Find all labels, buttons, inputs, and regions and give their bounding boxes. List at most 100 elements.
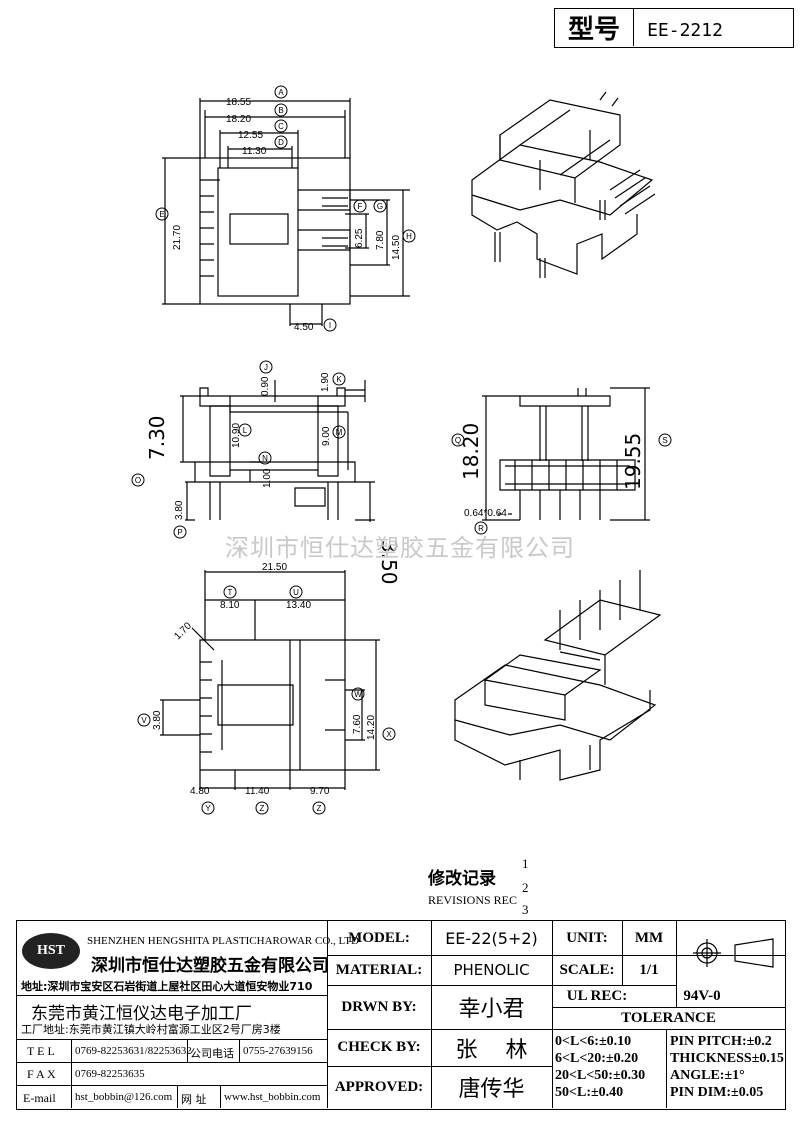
tel-label: T E L bbox=[27, 1044, 55, 1058]
pin-tolerance-item: PIN DIM:±0.05 bbox=[670, 1085, 764, 1100]
svg-text:A: A bbox=[278, 88, 284, 97]
svg-text:D: D bbox=[278, 138, 284, 147]
model-label: 型号 bbox=[555, 9, 634, 46]
dim-w: 7.60 bbox=[352, 714, 363, 734]
dim-v: 3.80 bbox=[152, 710, 163, 730]
svg-text:J: J bbox=[264, 363, 268, 372]
logo-text: HST bbox=[36, 943, 65, 958]
svg-text:P: P bbox=[177, 528, 182, 537]
revisions-subtitle: REVISIONS REC bbox=[428, 893, 518, 907]
dim-i: 4.50 bbox=[294, 322, 314, 333]
svg-text:W: W bbox=[354, 690, 362, 699]
side-view bbox=[482, 387, 650, 521]
pin-tolerance-item: THICKNESS±0.15 bbox=[670, 1051, 784, 1066]
svg-text:Q: Q bbox=[455, 436, 461, 445]
dim-p: 3.80 bbox=[174, 500, 185, 520]
revision-num-3: 3 bbox=[522, 902, 529, 917]
revision-num-1: 1 bbox=[522, 856, 529, 871]
svg-text:M: M bbox=[336, 428, 343, 437]
drwn-label: DRWN BY: bbox=[341, 998, 417, 1015]
unit-label: UNIT: bbox=[566, 929, 608, 946]
company-section: HST SHENZHEN HENGSHITA PLASTICHAROWAR CO… bbox=[17, 921, 359, 1108]
dim-u: 13.40 bbox=[286, 600, 311, 611]
svg-text:O: O bbox=[135, 476, 141, 485]
tolerance-item: 0<L<6:±0.10 bbox=[555, 1034, 632, 1049]
dim-total-w: 21.50 bbox=[262, 562, 287, 573]
factory-name: 东莞市黄江恒仪达电子加工厂 bbox=[31, 1004, 252, 1024]
iso-view-2 bbox=[454, 570, 662, 781]
svg-text:B: B bbox=[278, 106, 283, 115]
material-value: PHENOLIC bbox=[453, 961, 530, 979]
svg-text:K: K bbox=[336, 375, 342, 384]
dim-d: 11.30 bbox=[242, 146, 267, 157]
dim-k: 1.90 bbox=[320, 372, 331, 392]
dim-h: 14.50 bbox=[391, 235, 402, 260]
email-value: hst_bobbin@126.com bbox=[75, 1091, 173, 1103]
tolerance-item: 20<L<50:±0.30 bbox=[555, 1068, 646, 1083]
model-field-value: EE-22(5+2) bbox=[445, 928, 538, 948]
web-label: 网 址 bbox=[181, 1093, 207, 1106]
dim-bottom: 3.50 bbox=[377, 540, 401, 585]
iso-view-1 bbox=[471, 91, 656, 278]
svg-text:V: V bbox=[141, 716, 147, 725]
check-value: 张 林 bbox=[455, 1037, 528, 1063]
model-field-label: MODEL: bbox=[348, 929, 410, 946]
logo: HST bbox=[22, 933, 80, 969]
svg-text:F: F bbox=[358, 202, 363, 211]
office-label: 公司电话 bbox=[190, 1047, 234, 1060]
front-view bbox=[180, 380, 375, 522]
svg-text:I: I bbox=[329, 321, 331, 330]
svg-text:X: X bbox=[386, 730, 392, 739]
model-value: EE-2212 bbox=[647, 19, 723, 41]
svg-text:N: N bbox=[262, 454, 268, 463]
dim-r: 0.64*0.64 bbox=[464, 508, 507, 519]
pin-tolerance-list: PIN PITCH:±0.2 THICKNESS±0.15 ANGLE:±1° … bbox=[670, 1033, 785, 1101]
company-name-en: SHENZHEN HENGSHITA PLASTICHAROWAR CO., L… bbox=[87, 935, 359, 947]
company-address: 地址:深圳市宝安区石岩街道上屋社区田心大道恒安物业710 bbox=[21, 980, 313, 993]
revision-num-2: 2 bbox=[522, 880, 529, 895]
dim-f: 6.25 bbox=[354, 228, 365, 248]
email-label: E-mail bbox=[23, 1091, 56, 1105]
pin-tolerance-item: PIN PITCH:±0.2 bbox=[670, 1034, 772, 1049]
dim-q: 18.20 bbox=[459, 423, 483, 480]
approved-value: 唐传华 bbox=[458, 1077, 525, 1102]
material-label: MATERIAL: bbox=[335, 961, 423, 978]
top-view bbox=[162, 98, 410, 326]
fax-value: 0769-82253635 bbox=[75, 1068, 145, 1080]
tolerance-item: 6<L<20:±0.20 bbox=[555, 1051, 639, 1066]
svg-text:Z: Z bbox=[260, 804, 265, 813]
svg-text:U: U bbox=[293, 588, 299, 597]
ul-label: UL REC: bbox=[566, 987, 628, 1004]
tolerance-title: TOLERANCE bbox=[621, 1009, 716, 1026]
watermark: 深圳市恒仕达塑胶五金有限公司 bbox=[225, 534, 575, 562]
tolerance-list: 0<L<6:±0.10 6<L<20:±0.20 20<L<50:±0.30 5… bbox=[555, 1033, 665, 1101]
dim-slant: 1.70 bbox=[172, 620, 194, 642]
bottom-view bbox=[160, 570, 380, 790]
dim-n: 1.00 bbox=[262, 468, 273, 488]
scale-label: SCALE: bbox=[559, 961, 615, 978]
dim-s: 19.55 bbox=[621, 433, 645, 490]
pin-tolerance-item: ANGLE:±1° bbox=[670, 1068, 745, 1083]
approved-label: APPROVED: bbox=[334, 1078, 424, 1095]
svg-text:T: T bbox=[228, 588, 233, 597]
dim-o: 7.30 bbox=[145, 415, 169, 460]
dim-b: 18.20 bbox=[226, 114, 251, 125]
dim-m: 9.00 bbox=[321, 426, 332, 446]
scale-value: 1/1 bbox=[639, 961, 659, 978]
dim-e: 21.70 bbox=[172, 225, 183, 250]
svg-text:H: H bbox=[406, 232, 412, 241]
company-name-cn: 深圳市恒仕达塑胶五金有限公司 bbox=[91, 956, 329, 976]
svg-text:Z: Z bbox=[317, 804, 322, 813]
dim-l: 10.90 bbox=[231, 423, 242, 448]
dim-a: 18.55 bbox=[226, 97, 251, 108]
svg-text:E: E bbox=[159, 210, 164, 219]
dim-zz: 9.70 bbox=[310, 786, 330, 797]
dim-z: 11.40 bbox=[245, 786, 270, 797]
factory-address: 工厂地址:东莞市黄江镇大岭村富源工业区2号厂房3楼 bbox=[21, 1023, 281, 1036]
dim-g: 7.80 bbox=[375, 230, 386, 250]
fax-label: F A X bbox=[27, 1067, 56, 1081]
svg-text:S: S bbox=[662, 436, 667, 445]
svg-text:R: R bbox=[478, 524, 484, 533]
title-box: 型号 EE-2212 bbox=[554, 8, 794, 48]
